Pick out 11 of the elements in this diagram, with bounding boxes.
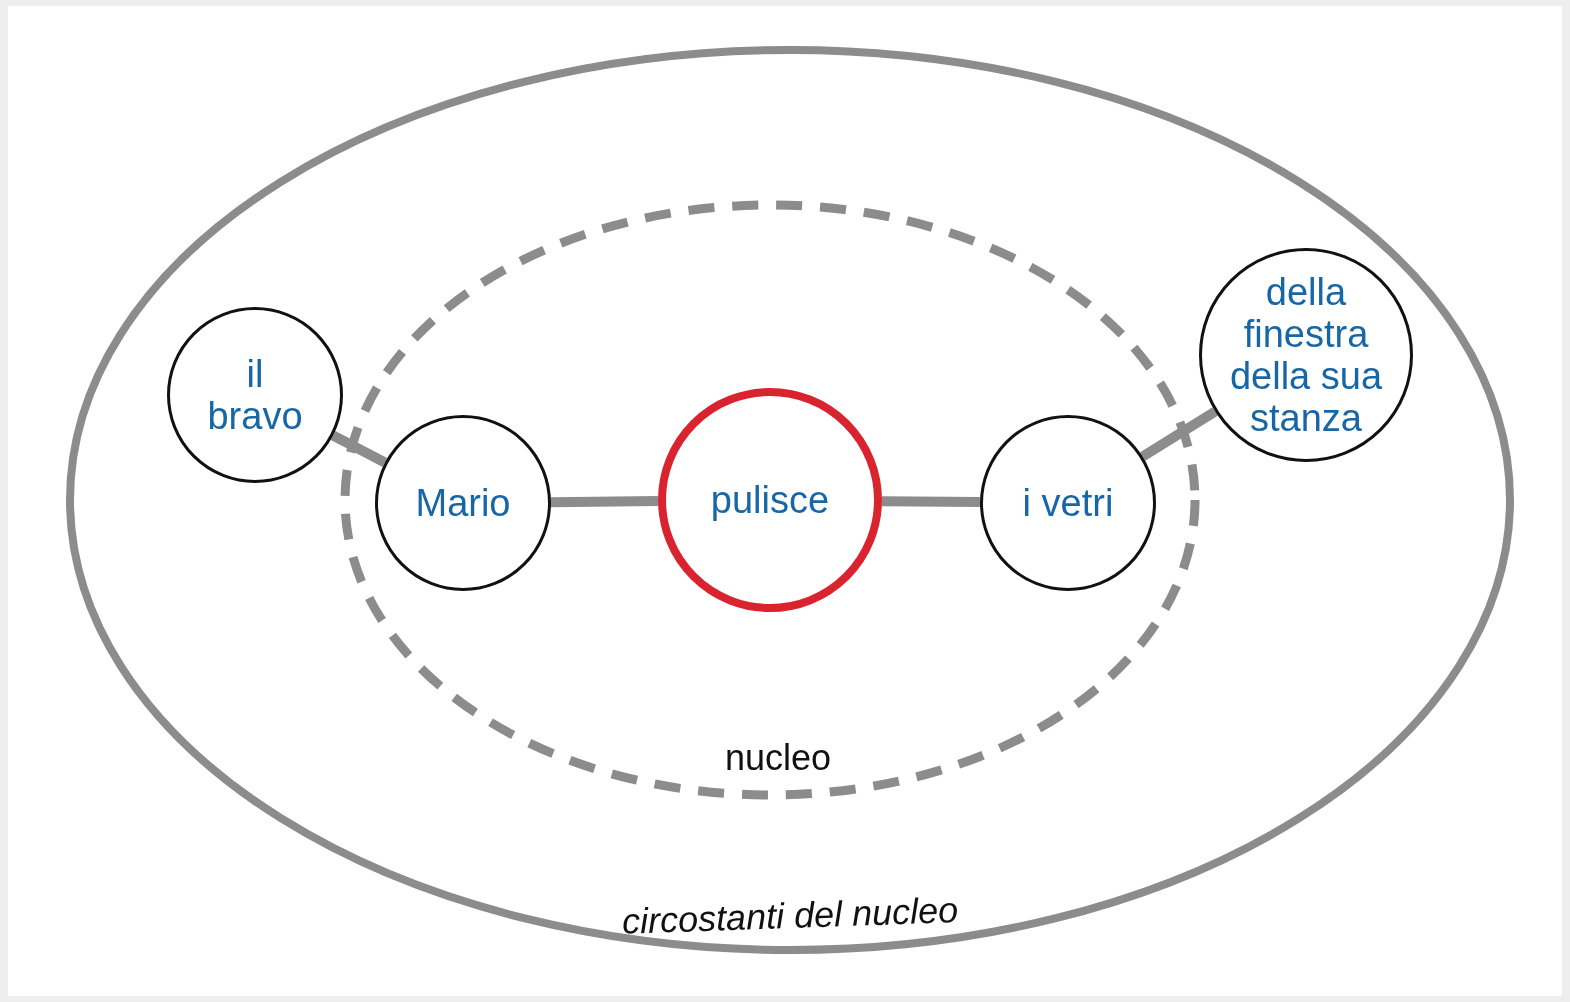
connector-line <box>330 431 388 467</box>
circle-node: i vetri <box>980 415 1156 591</box>
region-label: nucleo <box>724 737 832 779</box>
connector-line <box>881 496 981 508</box>
circle-node: il bravo <box>167 307 343 483</box>
connector-line <box>550 496 659 508</box>
circle-node: pulisce <box>658 388 882 612</box>
circle-node: Mario <box>375 415 551 591</box>
region-label: circostanti del nucleo <box>621 889 959 943</box>
connector-line <box>1140 407 1218 461</box>
circle-node: della finestra della sua stanza <box>1199 248 1413 462</box>
